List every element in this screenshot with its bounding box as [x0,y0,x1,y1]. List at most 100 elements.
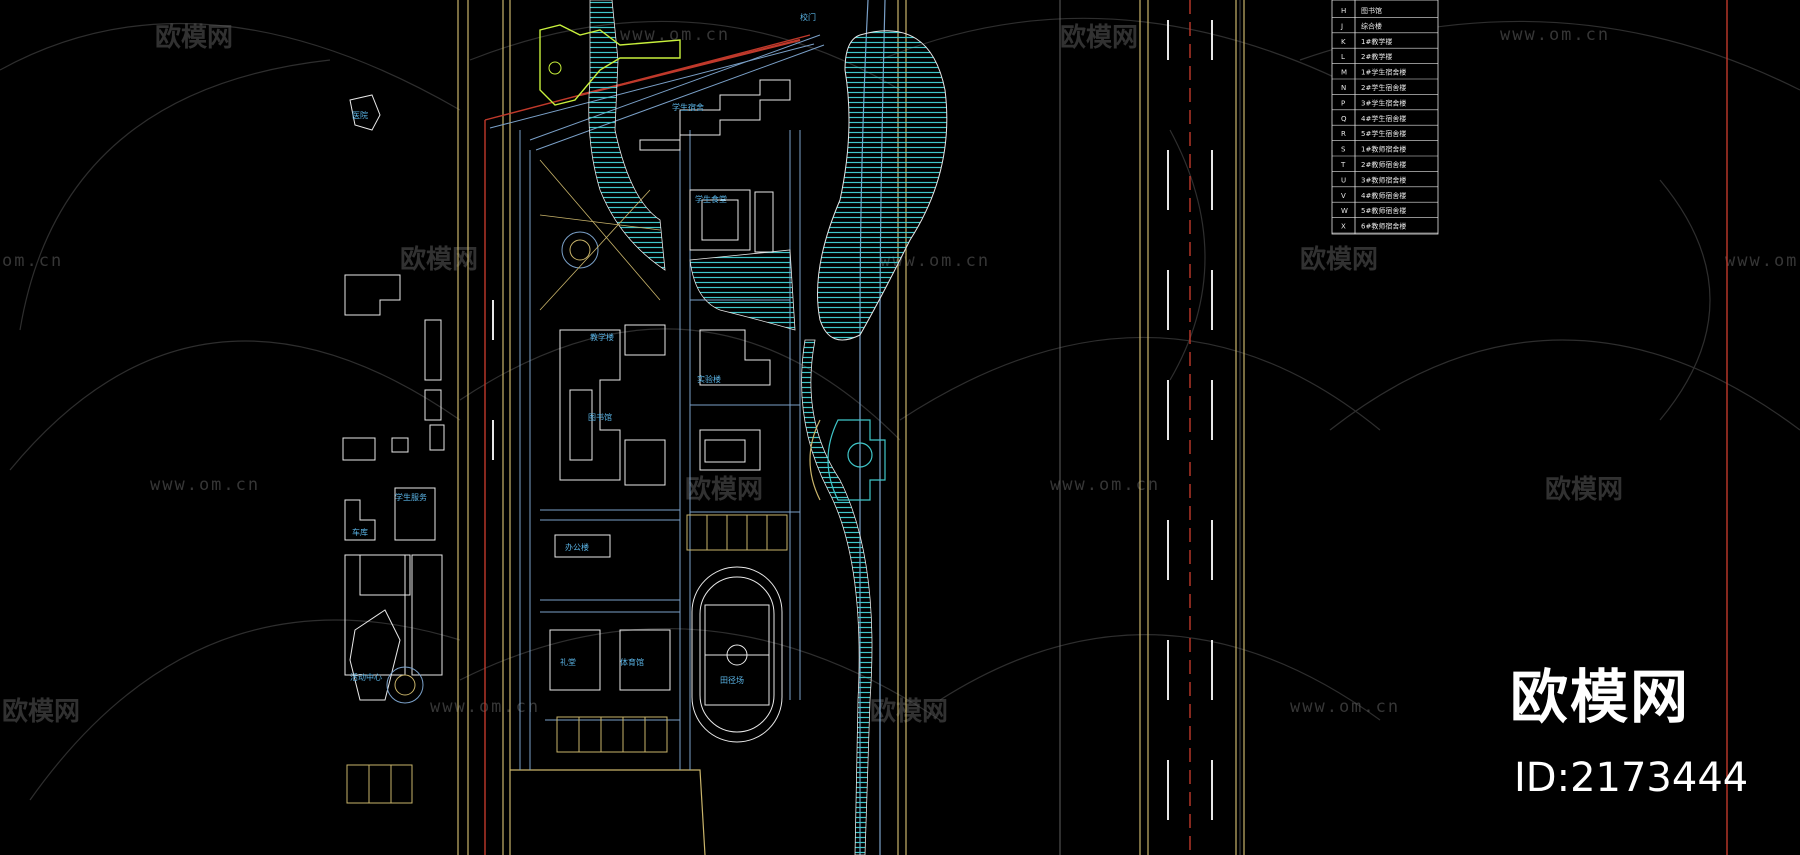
legend-row-text: 1#学生宿舍楼 [1361,68,1406,77]
building-library [549,629,601,691]
watermark-url-text: www.om.cn [1500,25,1610,45]
legend-row-text: 5#教师宿舍楼 [1361,206,1406,215]
watermark-brand-text: 欧模网 [1060,22,1138,53]
legend-row-code: W [1341,207,1348,215]
watermark-brand-text: 欧模网 [400,244,478,275]
watermark-brand-text: 欧模网 [870,696,948,727]
water-features [588,0,948,855]
watermark-url-text: www.om.cn [1050,475,1160,495]
label-teaching: 教学楼 [590,332,614,342]
building-lab [699,329,771,386]
auditorium-complex [809,419,886,501]
park-paths [539,159,661,311]
lake-top-right [817,30,948,341]
label-garage: 车库 [352,527,368,537]
watermark-url-text: www.om.cn [880,251,990,271]
label-auditorium: 礼堂 [560,657,576,667]
legend-row-text: 1#教师宿舍楼 [1361,145,1406,154]
legend-frame [1331,0,1439,235]
legend-row-code: M [1341,69,1347,77]
label-lab: 实验楼 [697,374,721,384]
legend-row-text: 综合楼 [1361,21,1382,30]
watermark-url-text: om.cn [2,251,63,271]
label-dorm: 学生宿舍 [672,102,704,112]
legend-row-text: 4#学生宿舍楼 [1361,114,1406,123]
legend-row-code: K [1341,38,1346,46]
watermark-url-text: www.om.cn [430,697,540,717]
legend-row-text: 2#学生宿舍楼 [1361,83,1406,92]
legend-row-text: 5#学生宿舍楼 [1361,129,1406,138]
watermark-7: 欧模网 [2,696,80,727]
building-gate-complex [539,24,681,106]
label-stadium: 田径场 [720,675,744,685]
brand-overlay-name: 欧模网 [1510,663,1691,731]
watermark-url-text: www.om.cn [1725,251,1800,271]
building-canteen [689,189,751,251]
watermark-brand-text: 欧模网 [685,474,763,505]
legend-row-code: Q [1341,115,1347,123]
watermark-4: 欧模网 [1300,244,1378,275]
legend-table: H 图书馆 J 综合楼 K 1#教学楼 L 2#教学楼 M 1#学生宿舍楼 N 2#学生宿舍楼 P 3#学… [1331,0,1439,235]
building-teaching [559,329,621,481]
legend-row-text: 1#教学楼 [1361,37,1392,46]
building-student-svc [394,487,436,541]
watermark-url-text: www.om.cn [1290,697,1400,717]
watermark-brand-text: 欧模网 [1545,474,1623,505]
label-hospital: 医院 [352,110,368,120]
running-track [691,566,783,743]
legend-row-code: V [1341,192,1346,200]
watermark-8: 欧模网 [870,696,948,727]
legend-row-text: 图书馆 [1361,6,1382,15]
watermark-6: 欧模网 [1545,474,1623,505]
building-labels: 学生宿舍 学生食堂 教学楼 图书馆 实验楼 体育馆 礼堂 田径场 办公楼 医院 … [350,12,816,685]
creek-bottom [801,339,873,855]
legend-row-code: S [1341,146,1346,154]
lane-markings [492,20,1213,820]
watermark-2: 欧模网 [1060,22,1138,53]
top-diagonal-band [484,34,815,129]
legend-row-text: 3#学生宿舍楼 [1361,98,1406,107]
legend-row-code: X [1341,223,1346,231]
legend-row-code: T [1340,161,1346,169]
roundabouts [386,231,599,704]
watermark-url-text: www.om.cn [150,475,260,495]
legend-row-code: N [1341,84,1346,92]
buildings [342,24,791,701]
legend-row-code: J [1340,22,1343,30]
building-office [554,534,611,558]
legend-row-text: 4#教师宿舍楼 [1361,191,1406,200]
watermark-arcs [0,17,1800,801]
sports-courts [346,514,788,804]
stream-center [588,0,666,271]
legend-row-text: 3#教师宿舍楼 [1361,175,1406,184]
legend-row-code: H [1341,7,1346,15]
legend-row-code: U [1341,176,1346,184]
watermark-5: 欧模网 [685,474,763,505]
legend-row-code: R [1341,130,1346,138]
label-library-block: 图书馆 [588,412,612,422]
watermark-layer: 欧模网 欧模网 欧模网 欧模网 欧模网 欧模网 欧模网 欧模网 w [2,22,1800,727]
label-student-svc: 学生服务 [395,492,427,502]
legend-row-code: L [1341,53,1345,61]
building-dorm-block [639,79,791,151]
legend-row-code: P [1341,99,1345,107]
watermark-1: 欧模网 [155,22,233,53]
label-activity: 活动中心 [350,672,382,682]
label-gate: 校门 [800,12,816,22]
label-office: 办公楼 [565,542,589,552]
label-canteen: 学生食堂 [695,194,727,204]
sheet-borders [1059,0,1241,855]
brand-overlay-id: ID:2173444 [1514,755,1749,801]
watermark-3: 欧模网 [400,244,478,275]
building-admin [344,274,401,316]
building-gym [619,629,671,691]
building-hospital [349,94,381,131]
watermark-brand-text: 欧模网 [1300,244,1378,275]
pond-mid [689,249,796,331]
legend-row-text: 6#教师宿舍楼 [1361,222,1406,231]
legend-row-text: 2#教学楼 [1361,52,1392,61]
label-gym: 体育馆 [620,657,644,667]
red-centerlines [484,0,1728,855]
